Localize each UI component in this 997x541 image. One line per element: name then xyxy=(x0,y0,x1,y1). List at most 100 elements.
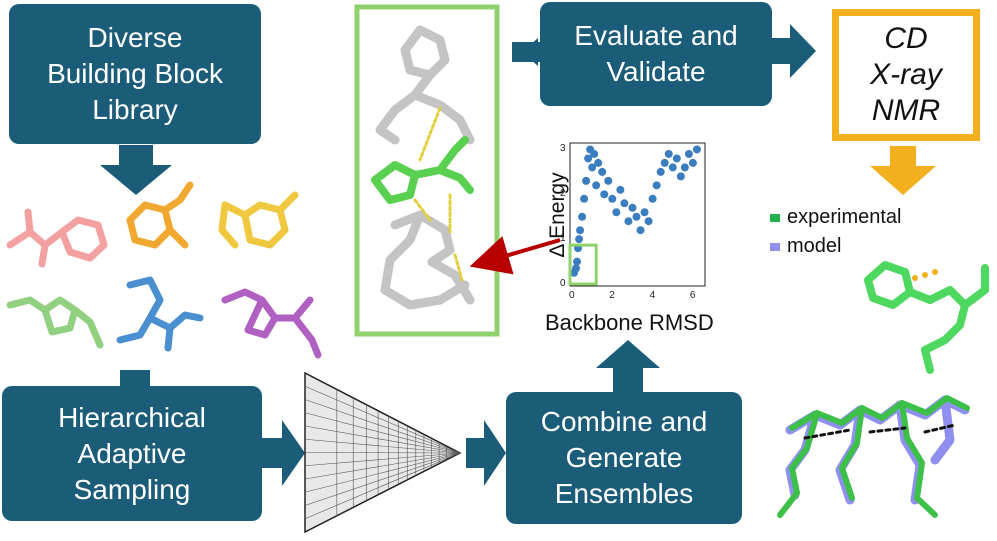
scatter-point xyxy=(612,208,621,217)
scatter-point xyxy=(616,185,625,194)
conformer-structure xyxy=(371,25,475,310)
combine-line-1: Combine and xyxy=(540,406,708,437)
mesh-line xyxy=(304,385,461,454)
evaluate-line-1: Evaluate and xyxy=(574,20,738,51)
scatter-point xyxy=(640,208,649,217)
library-line-2: Building Block xyxy=(47,58,223,89)
arrow-mesh-to-combine xyxy=(466,420,506,486)
molecule-orange xyxy=(126,181,194,249)
mesh-line xyxy=(304,412,461,454)
mesh-line xyxy=(304,399,461,454)
scatter-point xyxy=(648,194,657,203)
scatter-point xyxy=(580,194,589,203)
mesh-line xyxy=(304,438,461,454)
scatter-point xyxy=(692,145,701,154)
library-line-3: Library xyxy=(92,94,178,125)
scatter-point xyxy=(594,158,603,167)
sampling-line-2: Adaptive xyxy=(77,437,187,469)
mesh-line xyxy=(304,452,461,506)
y-axis-label: Δ Energy xyxy=(546,172,569,258)
sampling-mesh xyxy=(304,371,462,534)
scatter-point xyxy=(668,163,677,172)
x-tick-label: 0 xyxy=(569,290,575,301)
molecule-purple xyxy=(221,288,322,359)
arrow-blocks-to-sampling xyxy=(120,370,150,388)
molecule-yellow xyxy=(218,191,299,249)
library-line-1: Diverse xyxy=(87,22,183,53)
arrow-evaluate-to-methods xyxy=(772,24,816,78)
legend-swatch-model xyxy=(770,243,780,251)
scatter-point xyxy=(604,176,613,185)
hierarchical-sampling-box: Hierarchical Adaptive Sampling xyxy=(2,386,262,521)
scatter-point xyxy=(632,212,641,221)
scatter-point xyxy=(572,264,581,273)
molecule-blue xyxy=(116,276,204,352)
scatter-point xyxy=(644,217,653,226)
scatter-point xyxy=(584,154,593,163)
y-tick-label: 2 xyxy=(560,188,566,200)
scatter-point xyxy=(672,154,681,163)
evaluate-validate-box: Evaluate and Validate xyxy=(540,2,772,106)
x-tick-label: 4 xyxy=(649,290,656,301)
energy-rmsd-plot xyxy=(568,142,706,287)
arrow-combine-to-plot xyxy=(596,340,660,394)
scatter-point xyxy=(660,158,669,167)
legend-swatch-experimental xyxy=(770,214,780,222)
experimental-structure xyxy=(864,261,989,374)
scatter-point xyxy=(598,167,607,176)
combine-generate-box: Combine and Generate Ensembles xyxy=(506,392,742,524)
scatter-point xyxy=(636,226,645,235)
scatter-point xyxy=(684,149,693,158)
scatter-point xyxy=(608,194,617,203)
scatter-point xyxy=(624,217,633,226)
y-tick-label: 1 xyxy=(560,233,566,245)
scatter-point xyxy=(688,158,697,167)
scatter-point xyxy=(588,163,597,172)
molecule-green xyxy=(6,296,104,349)
scatter-point xyxy=(676,172,685,181)
validation-methods-box: CD X-ray NMR xyxy=(832,9,980,141)
scatter-point xyxy=(620,199,629,208)
method-xray: X-ray xyxy=(870,58,942,91)
model-overlay-structure xyxy=(777,395,970,518)
highlight-box xyxy=(568,243,598,286)
mesh-line xyxy=(304,452,461,520)
scatter-point xyxy=(664,149,673,158)
scatter-point xyxy=(590,149,599,158)
scatter-point xyxy=(652,181,661,190)
scatter-point xyxy=(628,203,637,212)
arrow-sampling-to-mesh xyxy=(262,420,305,486)
y-tick-label: 3 xyxy=(560,143,566,155)
scatter-point xyxy=(592,181,601,190)
x-axis-label: Backbone RMSD xyxy=(545,310,714,335)
scatter-point xyxy=(575,235,584,244)
mesh-line xyxy=(304,452,461,454)
arrow-library-to-blocks xyxy=(100,145,172,195)
scatter-points xyxy=(570,145,701,277)
y-tick-label: 0 xyxy=(560,278,566,289)
method-nmr: NMR xyxy=(871,94,941,127)
mesh-line xyxy=(304,452,461,467)
arrow-methods-to-structures xyxy=(870,146,936,195)
x-tick-label: 6 xyxy=(689,290,696,301)
scatter-point xyxy=(573,257,582,266)
mesh-line xyxy=(304,452,461,480)
mesh-line xyxy=(304,425,461,454)
scatter-point xyxy=(578,212,587,221)
scatter-point xyxy=(582,176,591,185)
mesh-line xyxy=(304,452,461,493)
arrow-to-evaluate xyxy=(512,38,540,66)
combine-line-2: Generate xyxy=(565,442,683,473)
scatter-point xyxy=(600,190,609,199)
building-block-molecules xyxy=(6,181,322,359)
legend-label-model: model xyxy=(787,235,842,257)
x-tick-label: 2 xyxy=(609,290,615,301)
building-block-library-box: Diverse Building Block Library xyxy=(9,4,261,144)
scatter-point xyxy=(680,163,689,172)
legend-label-experimental: experimental xyxy=(787,206,902,228)
sampling-line-1: Hierarchical xyxy=(58,401,206,433)
pointer-arrow xyxy=(469,236,561,275)
combine-line-3: Ensembles xyxy=(554,478,694,509)
evaluate-line-2: Validate xyxy=(606,56,706,87)
scatter-point xyxy=(656,167,665,176)
